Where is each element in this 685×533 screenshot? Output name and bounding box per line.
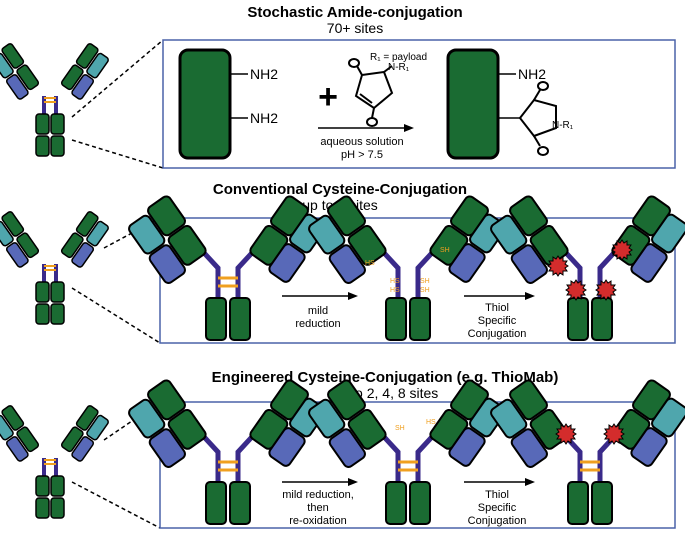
product-amine-label: NH2: [518, 66, 546, 82]
plus-sign: +: [318, 78, 338, 116]
antibody-fragment: [490, 195, 685, 341]
thiol-label: SH: [420, 287, 430, 294]
section-engineered-cysteine: Engineered Cysteine-Conjugation (e.g. Th…: [0, 369, 685, 529]
thiol-label: SH: [395, 425, 405, 432]
arrow-label-line: Specific: [478, 315, 517, 327]
thiol-label: HS: [390, 278, 400, 285]
payload-key: R₁ = payload: [370, 52, 427, 63]
arrow-label-line: Conjugation: [468, 328, 527, 340]
product-r1-label: N-R₁: [552, 120, 574, 131]
antibody-fragment: [128, 379, 327, 525]
fab-arm: [611, 379, 685, 467]
zoom-frame: [159, 217, 676, 344]
fab-arm: [308, 195, 387, 284]
antibody-icon: [0, 43, 109, 157]
antibody-fragment: [128, 195, 327, 341]
product-block: [446, 48, 500, 160]
arrow-label-line: Thiol: [485, 489, 509, 501]
antibody-fragment: [308, 195, 507, 341]
section-conventional-cysteine: Conventional Cysteine-Conjugation up to …: [0, 181, 685, 344]
arrow-label-line: Specific: [478, 502, 517, 514]
thiol-label: SH: [420, 278, 430, 285]
thiol-label: HS: [426, 419, 436, 426]
section-title: Conventional Cysteine-Conjugation: [213, 181, 467, 198]
section-subtitle: 70+ sites: [327, 20, 383, 36]
arrow-condition-1: aqueous solution: [320, 136, 403, 148]
fab-arm: [429, 195, 507, 283]
succinimide-structure: [518, 81, 557, 156]
arrow-label-line: reduction: [295, 318, 340, 330]
arrow-label-line: Conjugation: [468, 515, 527, 527]
fab-arm: [611, 195, 685, 283]
arrow-label-line: mild: [308, 305, 328, 317]
maleimide-structure: [348, 58, 394, 127]
section-stochastic-amide: Stochastic Amide-conjugation 70+ sites: [0, 4, 676, 169]
amine-label-top: NH2: [250, 66, 278, 82]
zoom-frame: [162, 39, 676, 169]
antibody-icon: [0, 405, 109, 519]
arrow-label-line: Thiol: [485, 302, 509, 314]
fab-arm: [128, 379, 207, 468]
arrow-label-line: then: [307, 502, 328, 514]
antibody-fragment: [490, 379, 685, 525]
thiol-label: HS: [365, 260, 375, 267]
arrow-label-line: mild reduction,: [282, 489, 354, 501]
fab-arm: [249, 195, 327, 283]
thiol-label: HS: [390, 287, 400, 294]
section-title: Engineered Cysteine-Conjugation (e.g. Th…: [212, 369, 559, 386]
fab-arm: [128, 195, 207, 284]
arrow-condition-2: pH > 7.5: [341, 149, 383, 161]
amine-label-bottom: NH2: [250, 110, 278, 126]
thiol-label: SH: [440, 247, 450, 254]
zoom-frame: [159, 401, 676, 529]
section-title: Stochastic Amide-conjugation: [247, 4, 462, 21]
maleimide-r1-label: N-R₁: [388, 62, 410, 73]
protein-block: [178, 48, 232, 160]
arrow-label-line: re-oxidation: [289, 515, 346, 527]
antibody-icon: [0, 211, 109, 325]
fab-arm: [490, 379, 569, 468]
fab-arm: [308, 379, 387, 468]
